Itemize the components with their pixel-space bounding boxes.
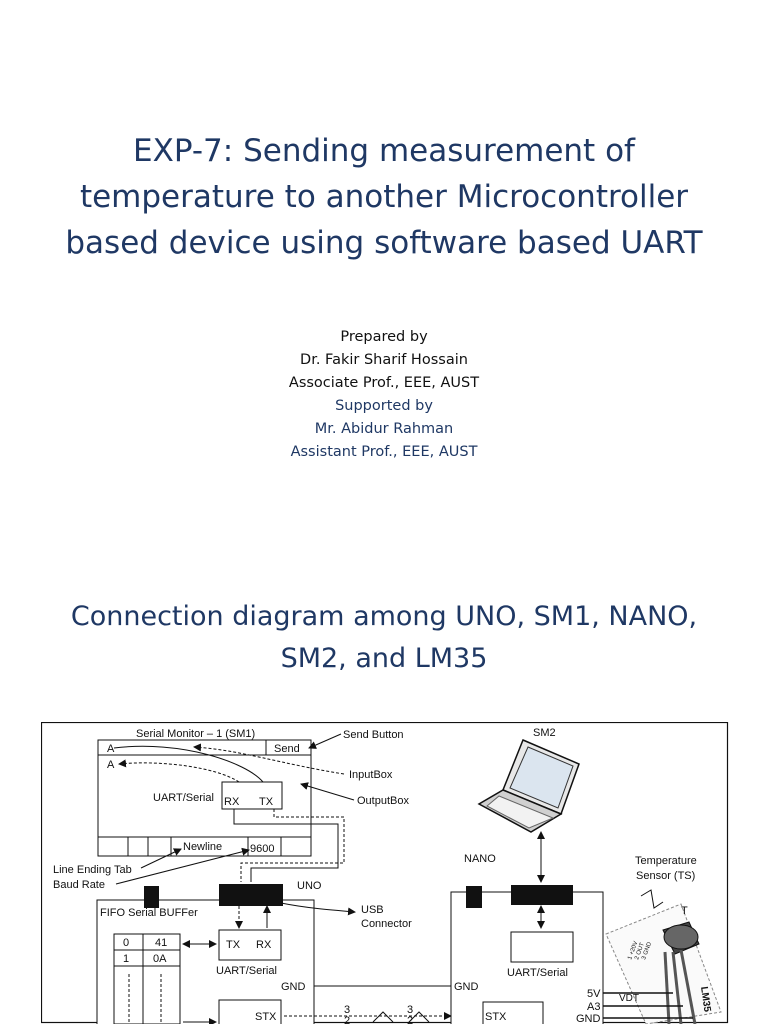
temp-sensor-line1: Temperature xyxy=(635,855,697,867)
sensor-t-label: T xyxy=(681,905,688,917)
uno-tx: TX xyxy=(226,939,241,951)
supported-by-label: Supported by xyxy=(335,398,433,414)
fifo-row-1-value: 0A xyxy=(153,953,167,965)
inputbox-callout: InputBox xyxy=(349,769,393,781)
sm1-rx: RX xyxy=(224,796,240,808)
title-line-2: temperature to another Microcontroller xyxy=(79,179,689,215)
nano-pin3: 3 xyxy=(407,1004,413,1016)
vdt-label: VDT xyxy=(619,993,639,1004)
preparer-title: Associate Prof., EEE, AUST xyxy=(288,375,480,391)
slide2-title: Connection diagram among UNO, SM1, NANO,… xyxy=(0,596,768,680)
output-line: A xyxy=(107,759,115,771)
fifo-label: FIFO Serial BUFFer xyxy=(100,907,198,919)
slide1-title: EXP-7: Sending measurement of temperatur… xyxy=(0,128,768,266)
lm35-sensor: T 1 +20V 2 OUT 3 GND LM35 xyxy=(605,903,722,1024)
lm35-label: LM35 xyxy=(698,986,713,1013)
uno-pin3: 3 xyxy=(344,1004,350,1016)
line-ending-callout: Line Ending Tab xyxy=(53,864,132,876)
sm2-label: SM2 xyxy=(533,727,556,739)
nano-stx-box xyxy=(482,1001,544,1024)
title-line-1: EXP-7: Sending measurement of xyxy=(133,133,635,169)
connection-diagram: Serial Monitor – 1 (SM1) Send A A UART/S… xyxy=(41,722,729,1024)
nano-stx: STX xyxy=(485,1011,507,1023)
nano-pin2: 2 xyxy=(407,1015,413,1024)
credits-block: Prepared by Dr. Fakir Sharif Hossain Ass… xyxy=(0,326,768,464)
fifo-table xyxy=(113,933,181,1024)
uno-gnd: GND xyxy=(281,981,306,993)
baud-rate-field[interactable]: 9600 xyxy=(250,843,274,855)
uno-label: UNO xyxy=(297,880,322,892)
outputbox-callout: OutputBox xyxy=(357,795,409,807)
preparer-name: Dr. Fakir Sharif Hossain xyxy=(300,352,468,368)
sm1-tx: TX xyxy=(259,796,274,808)
uno-uart-box xyxy=(218,929,282,961)
sm1-title: Serial Monitor – 1 (SM1) xyxy=(136,728,255,740)
supporter-name: Mr. Abidur Rahman xyxy=(314,421,454,437)
fifo-row-0-value: 41 xyxy=(155,937,167,949)
fifo-row-1-index: 1 xyxy=(123,953,129,965)
nano-label: NANO xyxy=(464,853,496,865)
sm1-uart-box xyxy=(221,781,283,810)
input-line: A xyxy=(107,743,115,755)
slide2-title-line-2: SM2, and LM35 xyxy=(280,643,488,674)
prepared-by-label: Prepared by xyxy=(340,329,428,345)
baud-rate-callout: Baud Rate xyxy=(53,879,105,891)
nano-a3: A3 xyxy=(587,1001,600,1013)
nano-gnd-left: GND xyxy=(454,981,479,993)
usb-connector-line2: Connector xyxy=(361,918,412,930)
nano-board: NANO UART/Serial GND STX 5V A3 GND xyxy=(450,853,604,1024)
uno-pin2: 2 xyxy=(344,1015,350,1024)
fifo-row-0-index: 0 xyxy=(123,937,129,949)
slide2-title-line-1: Connection diagram among UNO, SM1, NANO, xyxy=(70,601,698,632)
temp-sensor-line2: Sensor (TS) xyxy=(636,870,695,882)
uno-rx: RX xyxy=(256,939,272,951)
uno-board: UNO FIFO Serial BUFFer 0 41 1 0A TX RX U… xyxy=(96,880,322,1024)
uno-stx-box xyxy=(218,999,282,1024)
uno-uart-label: UART/Serial xyxy=(216,965,277,977)
sm1-uart-label: UART/Serial xyxy=(153,792,214,804)
title-line-3: based device using software based UART xyxy=(65,225,703,261)
nano-gnd-right: GND xyxy=(576,1013,601,1024)
uno-stx: STX xyxy=(255,1011,277,1023)
send-button[interactable]: Send xyxy=(274,743,300,755)
nano-uart-label: UART/Serial xyxy=(507,967,568,979)
nano-uart-box xyxy=(510,931,574,963)
nano-usb-port xyxy=(511,885,573,905)
sm1-window: Serial Monitor – 1 (SM1) Send A A UART/S… xyxy=(97,728,312,857)
line-ending-tab[interactable]: Newline xyxy=(183,841,222,853)
nano-5v: 5V xyxy=(587,988,601,1000)
supporter-title: Assistant Prof., EEE, AUST xyxy=(290,444,478,460)
uno-usb-port xyxy=(219,884,283,906)
send-button-callout: Send Button xyxy=(343,729,404,741)
usb-connector-line1: USB xyxy=(361,904,384,916)
sm2-laptop-icon: SM2 xyxy=(477,727,580,833)
sensor-pin-2: 2 OUT xyxy=(634,942,646,961)
